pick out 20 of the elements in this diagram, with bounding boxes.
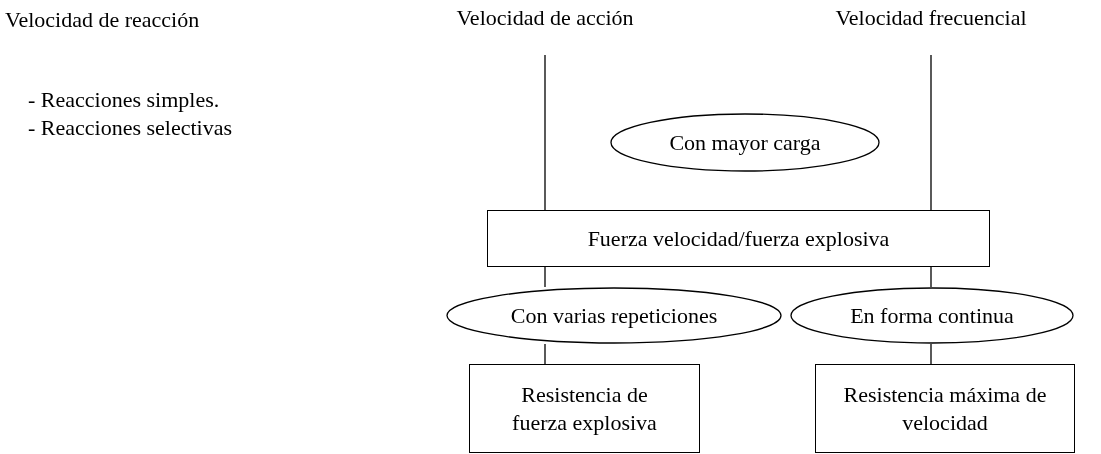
ellipse-label: Con varias repeticiones (510, 301, 718, 330)
connector-line (930, 266, 932, 288)
column-heading: Velocidad de reacción (5, 6, 200, 34)
box-label: Resistencia máxima de velocidad (842, 380, 1048, 437)
box-label: Resistencia de fuerza explosiva (511, 380, 658, 437)
process-box (487, 210, 990, 267)
column-heading: Velocidad frecuencial (835, 4, 1027, 32)
process-box (815, 364, 1075, 453)
list-item: - Reacciones simples. (28, 86, 220, 114)
process-box (469, 364, 700, 453)
ellipse-label: En forma continua (850, 301, 1014, 330)
box-label: Fuerza velocidad/fuerza explosiva (587, 224, 890, 253)
connector-line (544, 343, 546, 365)
connector-line (930, 343, 932, 365)
ellipse-label: Con mayor carga (669, 128, 821, 157)
column-heading: Velocidad de acción (456, 4, 634, 32)
list-item: - Reacciones selectivas (28, 114, 232, 142)
connector-line (544, 54, 546, 211)
connector-line (544, 266, 546, 288)
connector-line (930, 54, 932, 211)
